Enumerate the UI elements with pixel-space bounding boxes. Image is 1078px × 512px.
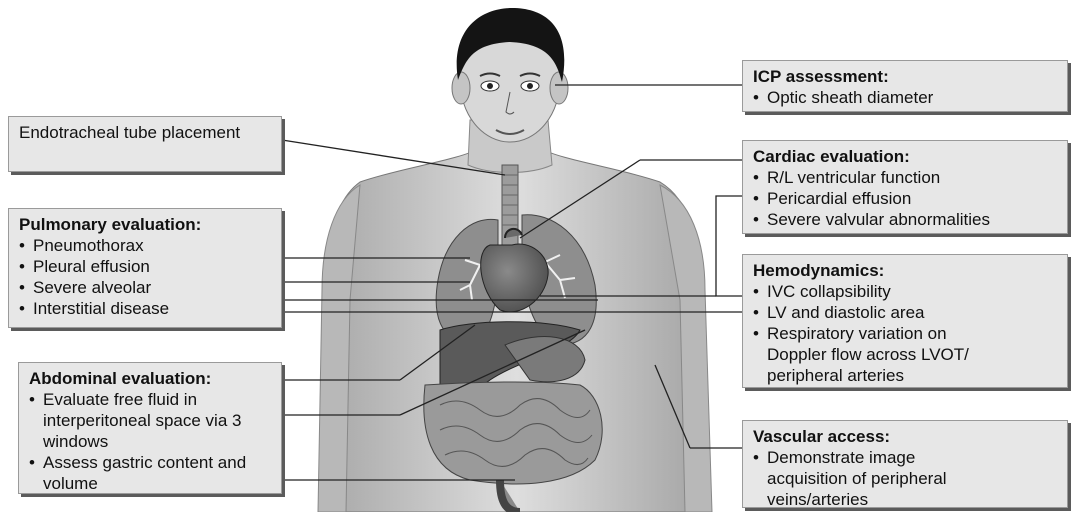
icp-item-optic-sheath: Optic sheath diameter	[753, 87, 1057, 108]
pulmonary-item-pneumothorax: Pneumothorax	[19, 235, 271, 256]
hemodynamics-item-ivc: IVC collapsibility	[753, 281, 1057, 302]
intestines	[424, 382, 602, 484]
endotracheal-text: Endotracheal tube placement	[19, 122, 271, 144]
pulmonary-item-pleural-effusion: Pleural effusion	[19, 256, 271, 277]
vascular-title: Vascular access:	[753, 426, 1057, 447]
pulmonary-item-interstitial: Interstitial disease	[19, 298, 271, 319]
icp-title: ICP assessment:	[753, 66, 1057, 87]
cardiac-item-pericardial: Pericardial effusion	[753, 188, 1057, 209]
abdominal-title: Abdominal evaluation:	[29, 368, 271, 389]
pulmonary-box: Pulmonary evaluation: Pneumothorax Pleur…	[8, 208, 282, 328]
hemodynamics-item-lv: LV and diastolic area	[753, 302, 1057, 323]
left-ear	[452, 72, 470, 104]
abdominal-item-gastric: Assess gastric content and volume	[29, 452, 271, 494]
right-ear	[550, 72, 568, 104]
hemodynamics-title: Hemodynamics:	[753, 260, 1057, 281]
cardiac-item-valvular: Severe valvular abnormalities	[753, 209, 1057, 230]
icp-box: ICP assessment: Optic sheath diameter	[742, 60, 1068, 112]
pulmonary-title: Pulmonary evaluation:	[19, 214, 271, 235]
pulmonary-item-severe-alveolar: Severe alveolar	[19, 277, 271, 298]
endotracheal-box: Endotracheal tube placement	[8, 116, 282, 172]
vascular-item-image-acquisition: Demonstrate image acquisition of periphe…	[753, 447, 977, 510]
hemodynamics-item-respiratory: Respiratory variation on Doppler flow ac…	[753, 323, 997, 386]
abdominal-box: Abdominal evaluation: Evaluate free flui…	[18, 362, 282, 494]
hemodynamics-box: Hemodynamics: IVC collapsibility LV and …	[742, 254, 1068, 388]
vascular-box: Vascular access: Demonstrate image acqui…	[742, 420, 1068, 508]
cardiac-title: Cardiac evaluation:	[753, 146, 1057, 167]
cardiac-box: Cardiac evaluation: R/L ventricular func…	[742, 140, 1068, 234]
cardiac-item-ventricular: R/L ventricular function	[753, 167, 1057, 188]
abdominal-item-free-fluid: Evaluate free fluid in interperitoneal s…	[29, 389, 271, 452]
